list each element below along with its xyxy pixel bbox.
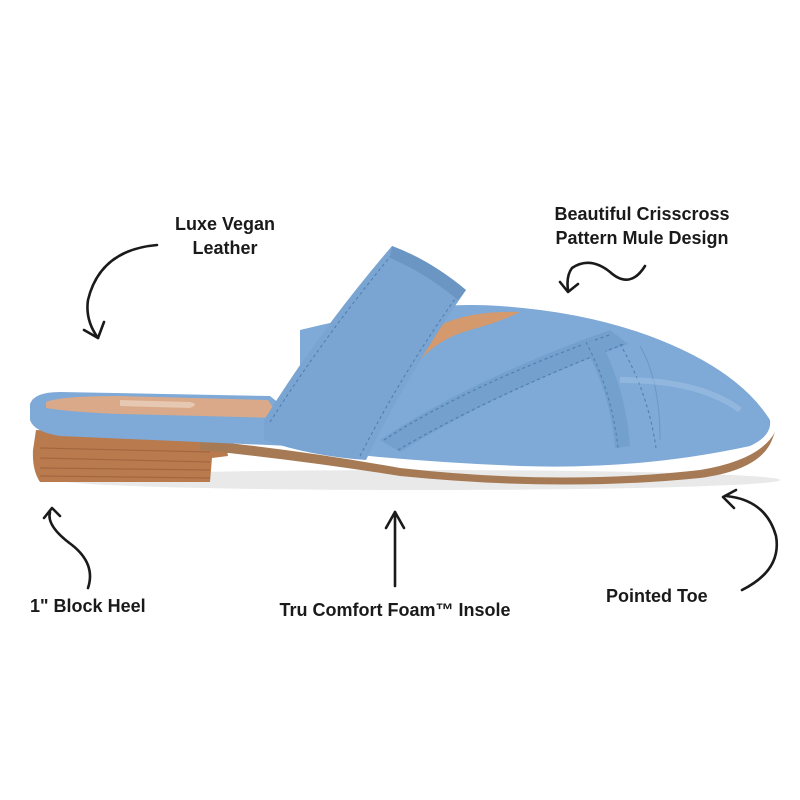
s-curve-arrow-icon (48, 510, 92, 590)
arrowhead-icon (384, 510, 406, 530)
heel-counter (30, 392, 300, 446)
block-heel (32, 430, 229, 482)
curved-arrow-icon (724, 494, 779, 592)
arrowhead-icon (558, 280, 580, 294)
arrowhead-icon (42, 506, 62, 520)
callout-pointed-toe: Pointed Toe (606, 586, 708, 606)
arrowhead-icon (82, 320, 106, 340)
ground-shadow (60, 470, 780, 490)
callout-luxe-vegan-leather: Luxe Vegan Leather (174, 214, 276, 258)
callout-crisscross-design: Beautiful Crisscross Pattern Mule Design (554, 204, 730, 248)
curved-arrow-icon (86, 243, 159, 340)
callout-block-heel: 1" Block Heel (30, 596, 146, 616)
wide-strap (264, 246, 466, 460)
arrowhead-icon (721, 488, 738, 510)
callout-insole: Tru Comfort Foam™ Insole (279, 600, 511, 620)
sole (200, 432, 775, 485)
wavy-arrow-icon (566, 261, 647, 292)
